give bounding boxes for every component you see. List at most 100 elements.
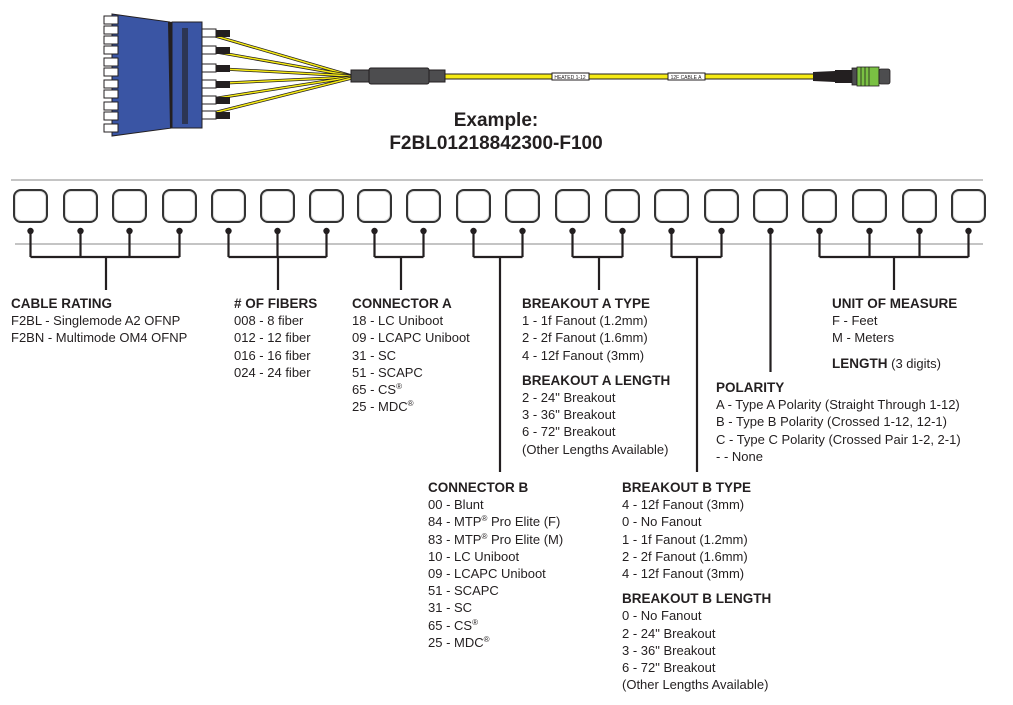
breakout-b-type-option: 2 - 2f Fanout (1.6mm) (622, 548, 748, 564)
breakout-b-length-option: 3 - 36" Breakout (622, 642, 716, 658)
cable-rating-option: F2BN - Multimode OM4 OFNP (11, 330, 188, 346)
breakout-a-type-option: 4 - 12f Fanout (3mm) (522, 347, 645, 363)
breakout-a-type-option: 2 - 2f Fanout (1.6mm) (522, 330, 648, 346)
fibers-group: # OF FIBERS 008 - 8 fiber 012 - 12 fiber… (234, 295, 317, 381)
slot-dot (816, 227, 823, 235)
connector-b-option: 25 - MDC® (428, 634, 490, 650)
slot-dot (225, 227, 232, 235)
connector-b-option: 83 - MTP® Pro Elite (M) (428, 531, 564, 547)
slot-dot (619, 227, 626, 235)
part-number-slot-2 (63, 189, 98, 223)
connector-a-wire (373, 231, 425, 290)
registered-mark: ® (407, 399, 414, 409)
part-number-slot-18 (852, 189, 887, 223)
cable-label-1: HEATED 1-12 (554, 75, 586, 81)
slot-dot (176, 227, 183, 235)
part-number-slot-12 (555, 189, 590, 223)
connector-b-wire (472, 231, 524, 472)
breakout-a-group: BREAKOUT A TYPE 1 - 1f Fanout (1.2mm) 2 … (522, 295, 670, 458)
breakout-a-length-option: 3 - 36" Breakout (522, 407, 616, 423)
connector-a-option: 65 - CS® (352, 382, 402, 398)
part-number-slot-17 (802, 189, 837, 223)
fibers-option: 008 - 8 fiber (234, 313, 304, 329)
connector-b-option: 51 - SCAPC (428, 583, 499, 599)
connector-a-option: 31 - SC (352, 347, 397, 363)
breakout-b-length-option: 2 - 24" Breakout (622, 625, 716, 641)
part-number-slot-14 (654, 189, 689, 223)
breakout-b-type-title: BREAKOUT B TYPE (622, 480, 752, 495)
polarity-option: C - Type C Polarity (Crossed Pair 1-2, 2… (716, 431, 961, 447)
slot-dot (718, 227, 725, 235)
connector-a-option: 18 - LC Uniboot (352, 313, 444, 329)
breakout-b-wire (670, 231, 723, 472)
polarity-option: B - Type B Polarity (Crossed 1-12, 12-1) (716, 414, 947, 430)
part-number-slot-4 (162, 189, 197, 223)
connector-a-option: 25 - MDC® (352, 399, 414, 415)
registered-mark: ® (396, 382, 402, 392)
part-number-slot-16 (753, 189, 788, 223)
slot-dot (274, 227, 281, 235)
unit-length-wire (818, 231, 970, 290)
connector-b-option: 10 - LC Uniboot (428, 548, 520, 564)
part-number-slot-13 (605, 189, 640, 223)
breakout-a-length-title: BREAKOUT A LENGTH (522, 372, 671, 388)
connector-b-option: 84 - MTP® Pro Elite (F) (428, 514, 561, 530)
part-number-slot-10 (456, 189, 491, 223)
connector-b-title: CONNECTOR B (428, 480, 529, 495)
length-note: (3 digits) (891, 355, 941, 371)
connector-b-option: 31 - SC (428, 600, 473, 616)
slot-dot (569, 227, 576, 235)
breakout-a-length-option: 6 - 72" Breakout (522, 424, 616, 440)
unit-of-measure-option: F - Feet (832, 313, 878, 329)
part-number-slot-9 (406, 189, 441, 223)
slot-dot (965, 227, 972, 235)
registered-mark: ® (472, 617, 478, 627)
breakout-a-length-option: (Other Lengths Available) (522, 441, 669, 457)
connector-b-option: 00 - Blunt (428, 497, 484, 513)
breakout-b-type-option: 1 - 1f Fanout (1.2mm) (622, 531, 748, 547)
lc-connectors (103, 13, 230, 137)
slot-dot (323, 227, 330, 235)
polarity-option: - - None (716, 448, 763, 464)
connector-a-title: CONNECTOR A (352, 296, 452, 311)
slot-dot (470, 227, 477, 235)
cable-label-2: 12F CABLE A (671, 75, 703, 81)
connector-a-option: 51 - SCAPC (352, 364, 423, 380)
registered-mark: ® (481, 531, 488, 541)
slot-dot (77, 227, 84, 235)
example-label: Example: (453, 110, 539, 131)
slot-dot (916, 227, 923, 235)
connector-b-option: 09 - LCAPC Uniboot (428, 566, 546, 582)
part-number-slot-11 (505, 189, 540, 223)
unit-of-measure-group: UNIT OF MEASURE F - Feet M - Meters LENG… (832, 295, 957, 372)
cable-rating-group: CABLE RATING F2BL - Singlemode A2 OFNP F… (11, 295, 187, 347)
connector-a-option: 09 - LCAPC Uniboot (352, 330, 470, 346)
part-number-slot-3 (112, 189, 147, 223)
part-number-slot-15 (704, 189, 739, 223)
breakout-b-type-option: 4 - 12f Fanout (3mm) (622, 566, 745, 582)
example-part-number: F2BL01218842300-F100 (389, 133, 603, 154)
breakout-b-length-title: BREAKOUT B LENGTH (622, 591, 772, 607)
slot-dot (866, 227, 873, 235)
unit-of-measure-option: M - Meters (832, 330, 895, 346)
mtp-connector (813, 66, 891, 87)
connector-b-option: 65 - CS® (428, 617, 478, 633)
slot-dot (420, 227, 427, 235)
breakout-a-type-option: 1 - 1f Fanout (1.2mm) (522, 313, 648, 329)
breakout-a-type-title: BREAKOUT A TYPE (522, 296, 651, 311)
slot-dot (767, 227, 774, 235)
slot-dot (668, 227, 675, 235)
trunk-cable: HEATED 1-12 12F CABLE A (444, 72, 816, 81)
breakout-b-type-option: 0 - No Fanout (622, 514, 702, 530)
polarity-group: POLARITY A - Type A Polarity (Straight T… (716, 379, 961, 465)
slot-dot (519, 227, 526, 235)
slot-dot (126, 227, 133, 235)
connector-a-group: CONNECTOR A 18 - LC Uniboot 09 - LCAPC U… (352, 295, 470, 415)
length-line: LENGTH (3 digits) (832, 355, 957, 372)
fibers-option: 012 - 12 fiber (234, 330, 311, 346)
fibers-title: # OF FIBERS (234, 296, 318, 311)
registered-mark: ® (483, 634, 490, 644)
fibers-wire (227, 231, 328, 290)
part-number-slot-20 (951, 189, 986, 223)
slot-dot (27, 227, 34, 235)
